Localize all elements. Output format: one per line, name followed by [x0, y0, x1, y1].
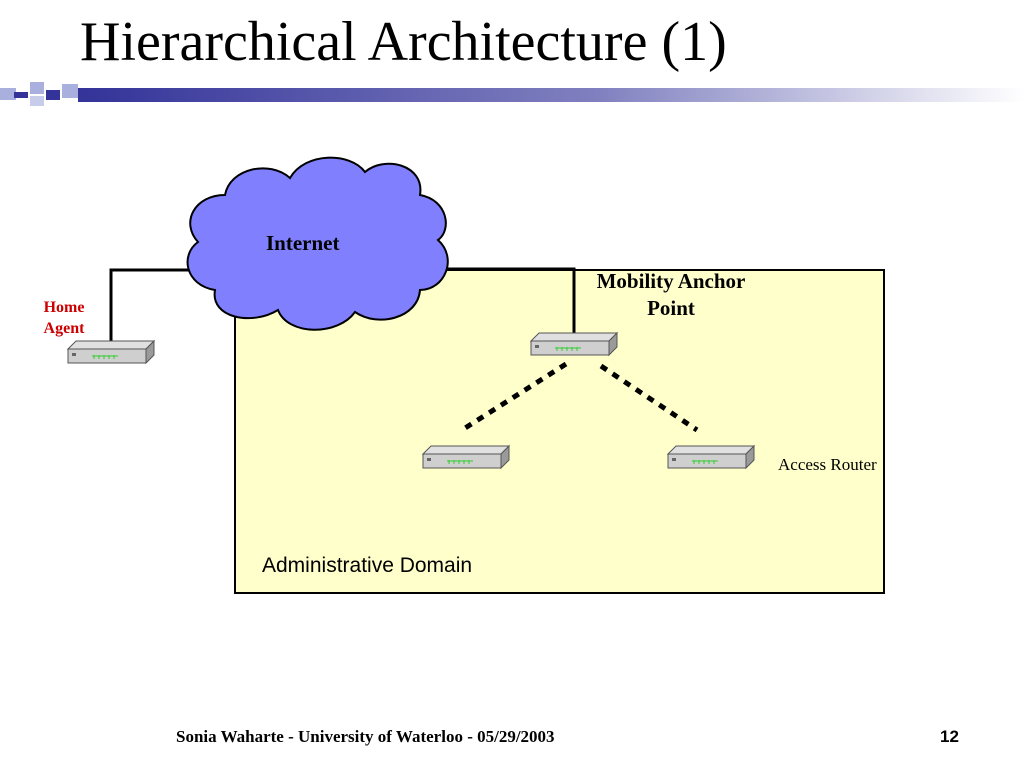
page-number: 12	[940, 727, 959, 746]
home-agent-label: Home Agent	[43, 299, 85, 337]
mobility-anchor-point-label: Mobility Anchor Point	[596, 269, 746, 321]
map-router-icon	[530, 332, 618, 356]
map-link	[440, 267, 576, 340]
dashed-link-left	[460, 361, 568, 433]
slide-title: Hierarchical Architecture (1)	[80, 11, 727, 73]
internet-cloud	[186, 156, 449, 331]
home-agent-router-icon	[67, 340, 155, 364]
access-router-label: Access Router	[778, 455, 877, 474]
home-agent-link	[109, 268, 200, 348]
slide-footer: Sonia Waharte - University of Waterloo -…	[176, 727, 555, 746]
internet-label: Internet	[266, 231, 340, 255]
access-router-left-icon	[422, 445, 510, 469]
dashed-link-right	[599, 363, 699, 433]
administrative-domain-label: Administrative Domain	[262, 554, 473, 577]
access-router-right-icon	[667, 445, 755, 469]
title-decoration-bar	[0, 82, 1024, 106]
